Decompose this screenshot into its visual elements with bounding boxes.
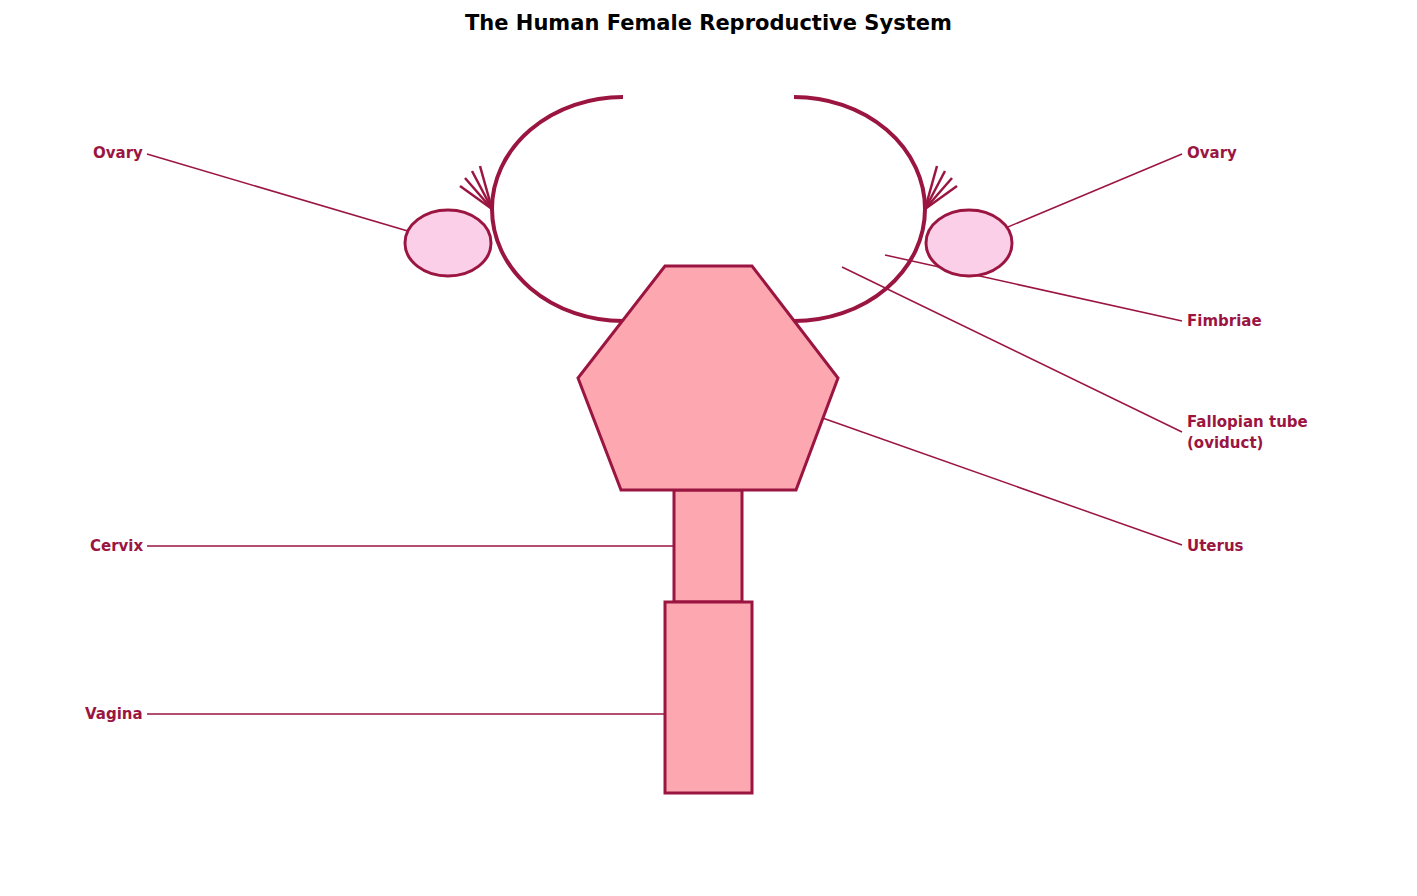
part-label: Uterus (1187, 536, 1244, 557)
part-label: Vagina (85, 704, 143, 725)
uterus-cervix-vagina (578, 266, 838, 793)
part-label: Cervix (90, 536, 143, 557)
part-label: Fallopian tube (oviduct) (1187, 412, 1337, 454)
diagram-title: The Human Female Reproductive System (465, 11, 952, 35)
part-label: Fimbriae (1187, 311, 1262, 332)
part-label: Ovary (93, 143, 143, 164)
leader-lines-over-shapes (712, 245, 842, 379)
fimbriae (460, 166, 957, 209)
part-label: Ovary (1187, 143, 1237, 164)
